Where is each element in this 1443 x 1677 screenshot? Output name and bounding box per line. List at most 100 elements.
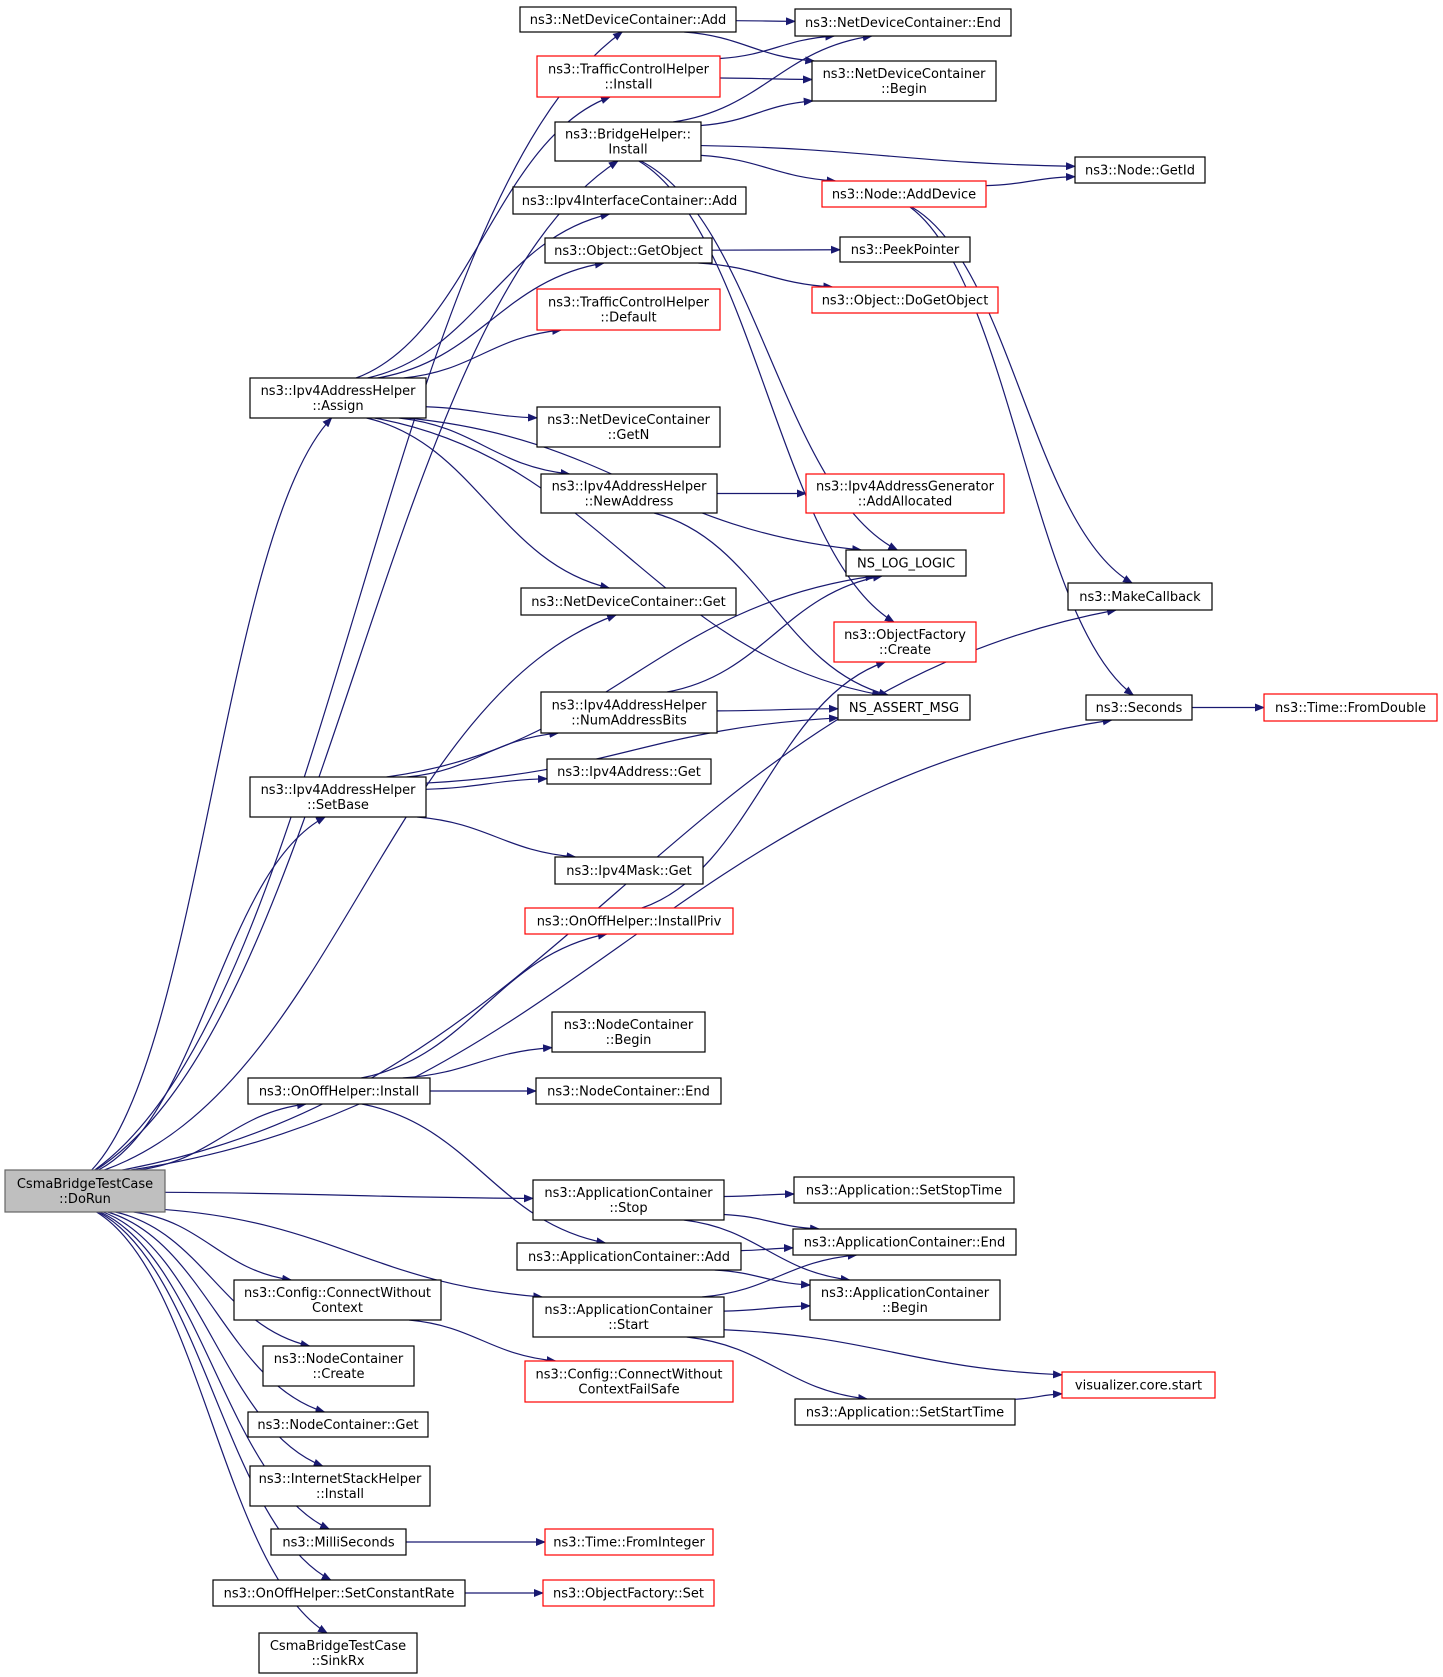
node-node-adddevice[interactable]: ns3::Node::AddDevice <box>821 180 987 208</box>
node-time-frominteger[interactable]: ns3::Time::FromInteger <box>544 1528 714 1556</box>
call-edge-root-to-ipv4ah_setbase <box>98 816 327 1171</box>
node-label-line: ns3::NodeContainer::End <box>547 1085 710 1100</box>
node-box <box>811 60 997 102</box>
node-nc-begin[interactable]: ns3::NodeContainer::Begin <box>551 1011 706 1053</box>
node-label-line: ::Begin <box>881 82 927 97</box>
node-of-set[interactable]: ns3::ObjectFactory::Set <box>542 1579 715 1607</box>
call-edge-root-to-onoff_setconstantrate <box>97 1211 332 1581</box>
node-root[interactable]: CsmaBridgeTestCase::DoRun <box>4 1169 166 1213</box>
node-box <box>4 1169 166 1213</box>
node-of-create[interactable]: ns3::ObjectFactory::Create <box>833 621 977 663</box>
node-label-line: ::NewAddress <box>585 495 674 510</box>
node-box <box>551 1011 706 1053</box>
node-layer: CsmaBridgeTestCase::DoRun ns3::NetDeviceC… <box>4 6 1438 1674</box>
node-ipv4ah-newaddress[interactable]: ns3::Ipv4AddressHelper::NewAddress <box>540 473 718 514</box>
call-edge-ipv4ah_assign-to-ndc_get <box>366 417 611 590</box>
node-config-cwcfs[interactable]: ns3::Config::ConnectWithoutContextFailSa… <box>524 1360 734 1403</box>
node-milliseconds[interactable]: ns3::MilliSeconds <box>270 1528 407 1556</box>
call-edge-root-to-ish_install <box>102 1211 324 1467</box>
call-edge-bridge_install-to-ndc_end <box>672 33 873 123</box>
node-app-setstoptime[interactable]: ns3::Application::SetStopTime <box>793 1176 1015 1204</box>
node-seconds[interactable]: ns3::Seconds <box>1085 694 1193 721</box>
node-obj-dogetobject[interactable]: ns3::Object::DoGetObject <box>811 286 999 314</box>
node-onoff-installpriv[interactable]: ns3::OnOffHelper::InstallPriv <box>524 907 734 935</box>
node-ac-begin[interactable]: ns3::ApplicationContainer::Begin <box>809 1279 1001 1321</box>
node-label-line: Install <box>608 143 647 158</box>
node-tch-install[interactable]: ns3::TrafficControlHelper::Install <box>536 55 721 98</box>
node-box <box>811 286 999 314</box>
call-edge-obj_getobject-to-obj_dogetobject <box>698 262 834 291</box>
call-edge-root-to-onoff_install <box>138 1101 307 1171</box>
node-nc-end[interactable]: ns3::NodeContainer::End <box>535 1077 722 1105</box>
call-edge-ac_add-to-ac_end <box>740 1244 794 1253</box>
node-label-line: ::GetN <box>608 428 650 443</box>
node-ndc-add[interactable]: ns3::NetDeviceContainer::Add <box>519 6 737 33</box>
node-box <box>546 758 712 785</box>
node-bridge-install[interactable]: ns3::BridgeHelper::Install <box>554 121 702 162</box>
node-tch-default[interactable]: ns3::TrafficControlHelper::Default <box>536 288 721 331</box>
node-ipv4address-get[interactable]: ns3::Ipv4Address::Get <box>546 758 712 785</box>
node-obj-getobject[interactable]: ns3::Object::GetObject <box>544 237 713 264</box>
node-label-line: ns3::Time::FromDouble <box>1275 701 1426 716</box>
node-box <box>536 406 721 448</box>
node-label-line: ns3::Time::FromInteger <box>553 1536 705 1551</box>
node-ac-stop[interactable]: ns3::ApplicationContainer::Stop <box>532 1179 725 1221</box>
node-label-line: ContextFailSafe <box>578 1383 679 1398</box>
node-ac-end[interactable]: ns3::ApplicationContainer::End <box>792 1228 1017 1256</box>
node-label-line: ::Install <box>605 78 653 93</box>
node-label-line: ::Default <box>600 311 656 326</box>
node-label-line: ns3::NetDeviceContainer::End <box>805 16 1001 31</box>
node-ndc-get[interactable]: ns3::NetDeviceContainer::Get <box>520 587 737 616</box>
node-label-line: ::SinkRx <box>311 1654 364 1669</box>
call-edge-onoff_install-to-onoff_installpriv <box>361 931 608 1079</box>
node-label-line: CsmaBridgeTestCase <box>17 1177 153 1192</box>
node-label-line: ns3::Node::GetId <box>1085 164 1195 179</box>
node-nc-create[interactable]: ns3::NodeContainer::Create <box>262 1345 415 1387</box>
node-csma-sinkrx[interactable]: CsmaBridgeTestCase::SinkRx <box>258 1632 418 1674</box>
node-ndc-begin[interactable]: ns3::NetDeviceContainer::Begin <box>811 60 997 102</box>
node-time-fromdouble[interactable]: ns3::Time::FromDouble <box>1263 693 1438 722</box>
node-label-line: ns3::Object::DoGetObject <box>822 294 989 309</box>
node-box <box>247 1411 429 1438</box>
call-edge-root-to-ac_stop <box>164 1191 534 1203</box>
call-edge-root-to-ac_start <box>164 1208 544 1301</box>
node-label-line: NS_LOG_LOGIC <box>857 557 955 572</box>
call-edge-ipv4ah_numaddressbits-to-ns_assert_msg <box>716 704 839 713</box>
node-label-line: ns3::NetDeviceContainer <box>823 67 987 82</box>
node-ndc-end[interactable]: ns3::NetDeviceContainer::End <box>794 8 1012 37</box>
node-ish-install[interactable]: ns3::InternetStackHelper::Install <box>249 1465 431 1507</box>
node-label-line: ns3::Object::GetObject <box>554 244 703 259</box>
node-ns-assert-msg[interactable]: NS_ASSERT_MSG <box>837 694 971 721</box>
node-label-line: ::Stop <box>609 1201 647 1216</box>
node-label-line: ns3::ObjectFactory::Set <box>553 1587 704 1602</box>
node-nc-get[interactable]: ns3::NodeContainer::Get <box>247 1411 429 1438</box>
call-edge-ndc_add-to-ndc_end <box>735 17 796 26</box>
node-ipv4ah-setbase[interactable]: ns3::Ipv4AddressHelper::SetBase <box>249 776 427 818</box>
node-box <box>535 1077 722 1105</box>
node-ns-log-logic[interactable]: NS_LOG_LOGIC <box>845 549 967 577</box>
node-ipv4mask-get[interactable]: ns3::Ipv4Mask::Get <box>554 856 704 885</box>
node-box <box>794 8 1012 37</box>
node-box <box>542 1579 715 1607</box>
node-label-line: ns3::ApplicationContainer <box>821 1286 990 1301</box>
node-vis-start[interactable]: visualizer.core.start <box>1061 1371 1216 1399</box>
node-peekpointer[interactable]: ns3::PeekPointer <box>839 236 971 263</box>
node-onoff-install[interactable]: ns3::OnOffHelper::Install <box>247 1077 431 1105</box>
node-box <box>1074 156 1206 184</box>
node-label-line: ns3::Ipv4AddressHelper <box>552 699 708 714</box>
node-app-setstarttime[interactable]: ns3::Application::SetStartTime <box>794 1398 1016 1426</box>
node-ipv4ag-addallocated[interactable]: ns3::Ipv4AddressGenerator::AddAllocated <box>805 473 1005 514</box>
node-ndc-getn[interactable]: ns3::NetDeviceContainer::GetN <box>536 406 721 448</box>
node-ipv4ah-assign[interactable]: ns3::Ipv4AddressHelper::Assign <box>249 377 427 419</box>
node-ipv4ah-numaddressbits[interactable]: ns3::Ipv4AddressHelper::NumAddressBits <box>540 691 718 734</box>
node-box <box>792 1228 1017 1256</box>
node-ac-start[interactable]: ns3::ApplicationContainer::Start <box>532 1296 725 1338</box>
node-node-getid[interactable]: ns3::Node::GetId <box>1074 156 1206 184</box>
node-makecallback[interactable]: ns3::MakeCallback <box>1067 582 1213 611</box>
node-box <box>536 288 721 331</box>
node-ipv4ic-add[interactable]: ns3::Ipv4InterfaceContainer::Add <box>512 186 747 215</box>
node-ac-add[interactable]: ns3::ApplicationContainer::Add <box>516 1242 742 1271</box>
node-onoff-setconstantrate[interactable]: ns3::OnOffHelper::SetConstantRate <box>212 1579 466 1607</box>
